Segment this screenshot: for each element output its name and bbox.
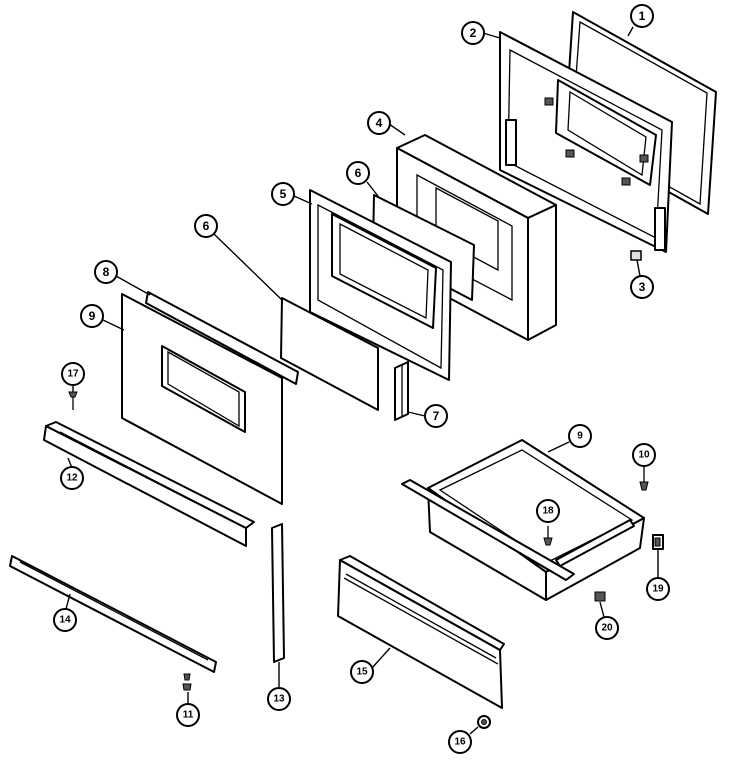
svg-text:17: 17 — [67, 369, 79, 380]
part-5-inner-frame — [309, 189, 452, 381]
callout-17: 16 — [448, 726, 479, 754]
part-21-drawer-stop — [594, 591, 606, 602]
callout-6-lower: 6 — [194, 214, 283, 301]
part-10-storage-drawer — [401, 439, 645, 601]
svg-text:5: 5 — [280, 187, 287, 201]
part-13-handle-rail — [43, 421, 255, 547]
svg-text:6: 6 — [355, 166, 362, 180]
part-8-trim-strip — [145, 291, 299, 385]
svg-text:8: 8 — [103, 265, 110, 279]
callout-19: 18 — [536, 499, 560, 523]
callout-4: 4 — [367, 111, 406, 136]
part-16-drawer-front — [337, 555, 505, 709]
svg-text:3: 3 — [639, 280, 646, 294]
svg-text:11: 11 — [183, 710, 194, 721]
svg-text:16: 16 — [454, 737, 466, 748]
callout-2: 2 — [461, 21, 501, 45]
part-12-screw — [182, 673, 192, 691]
callout-12: 11 — [176, 692, 200, 727]
callout-3: 3 — [630, 259, 654, 299]
svg-text:4: 4 — [376, 116, 383, 130]
part-9-door-outer-panel — [121, 293, 283, 505]
svg-text:6: 6 — [203, 219, 210, 233]
part-20-drawer-glide — [652, 534, 664, 550]
callout-1: 1 — [627, 4, 654, 37]
svg-text:18: 18 — [542, 506, 554, 517]
callout-6-upper: 6 — [346, 161, 379, 197]
part-15-vent-rail — [9, 555, 217, 673]
callout-18: 17 — [61, 362, 85, 386]
callout-10: 9 — [547, 424, 592, 453]
part-19-screw — [543, 526, 553, 546]
svg-text:9: 9 — [577, 431, 583, 442]
svg-text:13: 13 — [273, 694, 285, 705]
callout-8: 8 — [94, 260, 151, 296]
callout-11: 10 — [632, 443, 656, 467]
svg-text:14: 14 — [59, 615, 71, 626]
svg-text:2: 2 — [470, 26, 477, 40]
callout-15: 14 — [53, 593, 77, 632]
svg-text:1: 1 — [639, 9, 646, 23]
svg-text:7: 7 — [433, 409, 440, 423]
callout-13: 12 — [60, 457, 84, 490]
svg-text:12: 12 — [66, 473, 78, 484]
svg-text:20: 20 — [601, 623, 613, 634]
part-11-screw — [639, 466, 649, 491]
callout-7: 7 — [407, 404, 448, 428]
callout-9: 9 — [80, 304, 125, 331]
part-18-screw — [68, 385, 78, 410]
part-6-lower-glass-panel — [280, 297, 379, 411]
callout-21: 20 — [595, 601, 619, 640]
svg-text:15: 15 — [356, 667, 368, 678]
callout-14: 13 — [267, 662, 291, 711]
svg-text:9: 9 — [89, 309, 96, 323]
part-3-clip — [630, 250, 642, 261]
part-14-side-trim — [271, 523, 285, 663]
callout-20: 19 — [646, 550, 670, 601]
callout-16: 15 — [350, 647, 391, 684]
part-7-hinge-bracket — [394, 361, 409, 421]
svg-text:19: 19 — [652, 584, 664, 595]
callout-5: 5 — [271, 182, 313, 206]
part-2-inner-door-liner — [499, 31, 673, 253]
svg-text:10: 10 — [638, 450, 650, 461]
part-17-bumper — [477, 715, 491, 729]
